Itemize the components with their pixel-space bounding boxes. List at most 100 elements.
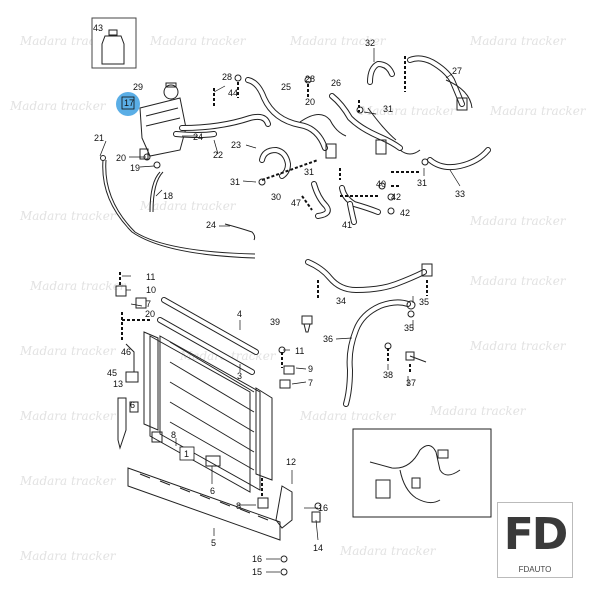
watermark-layer: Madara tracker Madara tracker Madara tra… xyxy=(9,34,587,563)
callout-13: 13 xyxy=(113,379,123,389)
assembly-guides xyxy=(213,56,420,211)
watermark: Madara tracker xyxy=(359,104,457,118)
callout-9: 9 xyxy=(308,364,313,374)
seal-strips[interactable] xyxy=(157,297,259,375)
callout-43: 43 xyxy=(93,23,103,33)
callout-32: 32 xyxy=(365,38,375,48)
callout-36: 36 xyxy=(323,334,333,344)
callout-16: 16 xyxy=(318,503,328,513)
brand-name: FDAUTO xyxy=(518,565,552,574)
brand-mark: FD xyxy=(503,509,569,560)
right-brackets[interactable] xyxy=(257,346,322,576)
sensor-37-38[interactable] xyxy=(384,342,427,374)
watermark: Madara tracker xyxy=(9,99,107,113)
callout-31: 31 xyxy=(383,104,393,114)
callout-28b: 28 xyxy=(305,74,315,84)
callout-34: 34 xyxy=(336,296,346,306)
watermark: Madara tracker xyxy=(19,344,117,358)
watermark: Madara tracker xyxy=(469,274,567,288)
line-24[interactable] xyxy=(224,223,256,241)
watermark: Madara tracker xyxy=(429,404,527,418)
callout-35b: 35 xyxy=(404,323,414,333)
callout-20: 20 xyxy=(116,153,126,163)
callout-14: 14 xyxy=(313,543,323,553)
callout-33: 33 xyxy=(455,189,465,199)
callout-20-left: 20 xyxy=(145,309,155,319)
callout-1: 1 xyxy=(184,449,189,459)
hose-27[interactable] xyxy=(407,55,473,109)
callout-23: 23 xyxy=(231,140,241,150)
callout-11: 11 xyxy=(146,272,155,282)
callout-26: 26 xyxy=(331,78,341,88)
callout-6b: 6 xyxy=(210,486,215,496)
watermark: Madara tracker xyxy=(289,34,387,48)
small-hoses[interactable] xyxy=(259,147,381,225)
callout-16b: 16 xyxy=(252,554,262,564)
callout-7b: 7 xyxy=(308,378,313,388)
leader-lines xyxy=(99,48,461,573)
watermark: Madara tracker xyxy=(19,409,117,423)
radiator-hose-36[interactable] xyxy=(343,299,411,407)
callout-21: 21 xyxy=(94,133,104,143)
watermark: Madara tracker xyxy=(149,34,247,48)
callout-box xyxy=(121,96,135,110)
radiator-hose-34[interactable] xyxy=(305,259,427,293)
callouts: 43 17 29 21 20 19 18 24 24 22 23 44 28 2… xyxy=(93,23,465,577)
callout-28: 28 xyxy=(222,72,232,82)
air-guide-5[interactable] xyxy=(127,467,281,541)
callout-24b: 24 xyxy=(206,220,216,230)
callout-6: 6 xyxy=(130,400,135,410)
callout-31d: 31 xyxy=(417,178,427,188)
callout-25: 25 xyxy=(281,82,291,92)
callout-35: 35 xyxy=(419,297,429,307)
callout-7: 7 xyxy=(146,299,151,309)
bleed-line-21[interactable] xyxy=(102,159,256,259)
callout-37: 37 xyxy=(406,378,416,388)
inset-detail[interactable] xyxy=(352,428,492,518)
callout-5: 5 xyxy=(211,538,216,548)
callout-8b: 8 xyxy=(236,501,241,511)
callout-31c: 31 xyxy=(304,167,314,177)
brand-logo: FD FDAUTO xyxy=(497,502,573,578)
watermark: Madara tracker xyxy=(299,409,397,423)
watermark: Madara tracker xyxy=(469,34,567,48)
left-brackets[interactable] xyxy=(115,285,147,450)
watermark: Madara tracker xyxy=(19,474,117,488)
callout-4: 4 xyxy=(237,309,242,319)
expansion-tank[interactable] xyxy=(139,82,187,160)
callout-3: 3 xyxy=(237,371,242,381)
callout-44: 44 xyxy=(228,88,238,98)
watermark: Madara tracker xyxy=(139,199,237,213)
radiator-core[interactable] xyxy=(143,331,273,493)
callout-11b: 11 xyxy=(295,346,304,356)
callout-8: 8 xyxy=(171,430,176,440)
watermark: Madara tracker xyxy=(19,209,117,223)
callout-30: 30 xyxy=(271,192,281,202)
watermark: Madara tracker xyxy=(489,104,587,118)
callout-40: 40 xyxy=(376,179,386,189)
callout-42b: 42 xyxy=(400,208,410,218)
callout-45: 45 xyxy=(107,368,117,378)
watermark: Madara tracker xyxy=(469,214,567,228)
sensor-39[interactable] xyxy=(301,315,313,333)
callout-39: 39 xyxy=(270,317,280,327)
watermark: Madara tracker xyxy=(19,549,117,563)
callout-20b: 20 xyxy=(305,97,315,107)
hose-32[interactable] xyxy=(367,61,395,85)
tank-hoses[interactable] xyxy=(173,113,271,138)
callout-27: 27 xyxy=(452,66,462,76)
line-18[interactable] xyxy=(149,171,161,213)
callout-10: 10 xyxy=(146,285,156,295)
callout-17: 17 xyxy=(124,98,134,108)
callout-42: 42 xyxy=(391,192,401,202)
callout-18: 18 xyxy=(163,191,173,201)
hose-26[interactable] xyxy=(329,93,421,155)
callout-24: 24 xyxy=(193,132,203,142)
callout-46: 46 xyxy=(121,347,131,357)
hose-33[interactable] xyxy=(427,147,491,171)
coolant-bottle-part[interactable] xyxy=(91,17,137,69)
callout-12: 12 xyxy=(286,457,296,467)
heater-hose-25[interactable] xyxy=(245,77,347,151)
